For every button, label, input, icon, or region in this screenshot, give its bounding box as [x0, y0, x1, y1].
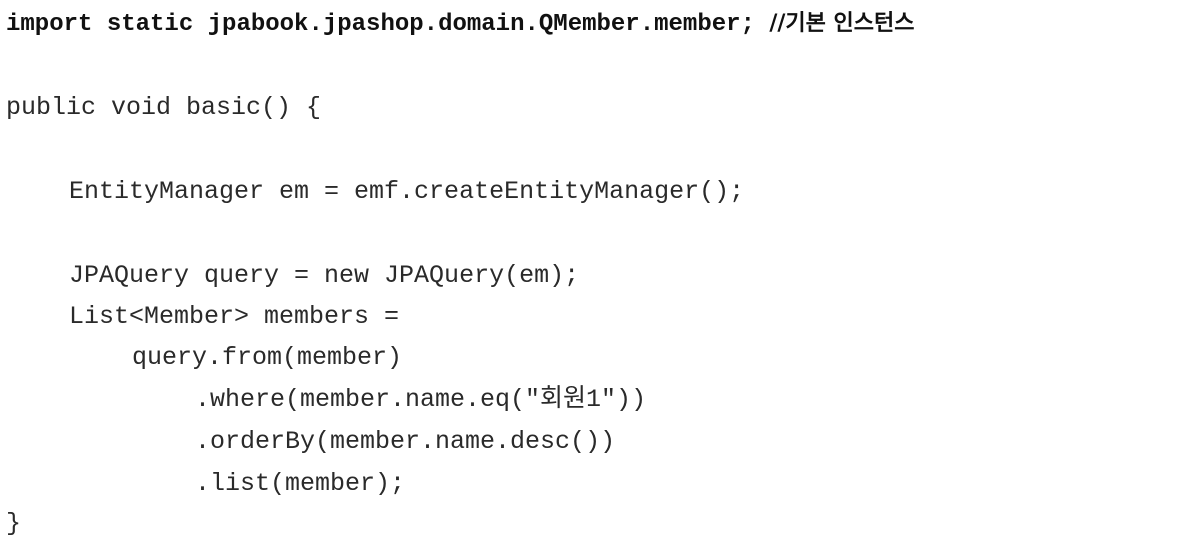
code-line-import: import static jpabook.jpashop.domain.QMe…: [6, 8, 915, 41]
code-line-query-from: query.from(member): [132, 343, 403, 372]
import-comment: //기본 인스턴스: [769, 11, 915, 36]
code-line-entity-manager: EntityManager em = emf.createEntityManag…: [69, 177, 745, 206]
code-line-order-by: .orderBy(member.name.desc()): [195, 427, 616, 456]
code-line-where: .where(member.name.eq("회원1")): [195, 385, 647, 414]
code-line-closing-brace: }: [6, 509, 22, 538]
code-line-method-signature: public void basic() {: [6, 93, 322, 122]
import-statement: import static jpabook.jpashop.domain.QMe…: [6, 11, 755, 38]
code-line-members-decl: List<Member> members =: [69, 302, 400, 331]
code-line-list: .list(member);: [195, 469, 406, 498]
code-line-jpa-query: JPAQuery query = new JPAQuery(em);: [69, 261, 580, 290]
